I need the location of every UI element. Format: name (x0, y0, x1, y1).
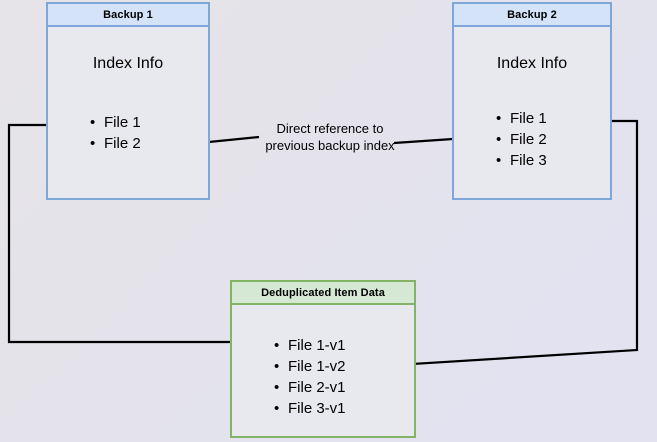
list-item: File 2 (90, 133, 141, 154)
backup1-header-label: Backup 1 (48, 4, 208, 27)
deduplicated-item-data-box[interactable]: Deduplicated Item Data File 1-v1 File 1-… (230, 280, 416, 438)
dedup-header-label: Deduplicated Item Data (232, 282, 414, 305)
backup2-file-list: File 1 File 2 File 3 (496, 108, 547, 171)
backup1-file-list: File 1 File 2 (90, 112, 141, 154)
backup2-body: Index Info File 1 File 2 File 3 (454, 27, 610, 198)
backup2-box[interactable]: Backup 2 Index Info File 1 File 2 File 3 (452, 2, 612, 200)
list-item: File 1-v1 (274, 335, 346, 356)
dedup-body: File 1-v1 File 1-v2 File 2-v1 File 3-v1 (232, 305, 414, 436)
backup1-box[interactable]: Backup 1 Index Info File 1 File 2 (46, 2, 210, 200)
list-item: File 3 (496, 150, 547, 171)
direct-reference-note: Direct reference to previous backup inde… (250, 120, 410, 154)
list-item: File 1-v2 (274, 356, 346, 377)
list-item: File 1 (496, 108, 547, 129)
backup2-index-info-label: Index Info (496, 55, 568, 72)
direct-reference-note-line1: Direct reference to (276, 121, 384, 136)
backup1-body: Index Info File 1 File 2 (48, 27, 208, 198)
dedup-file-list: File 1-v1 File 1-v2 File 2-v1 File 3-v1 (274, 335, 346, 419)
list-item: File 1 (90, 112, 141, 133)
list-item: File 2 (496, 129, 547, 150)
direct-reference-note-line2: previous backup index (265, 138, 395, 153)
backup1-index-info-label: Index Info (92, 55, 164, 72)
list-item: File 2-v1 (274, 377, 346, 398)
backup2-header-label: Backup 2 (454, 4, 610, 27)
list-item: File 3-v1 (274, 398, 346, 419)
